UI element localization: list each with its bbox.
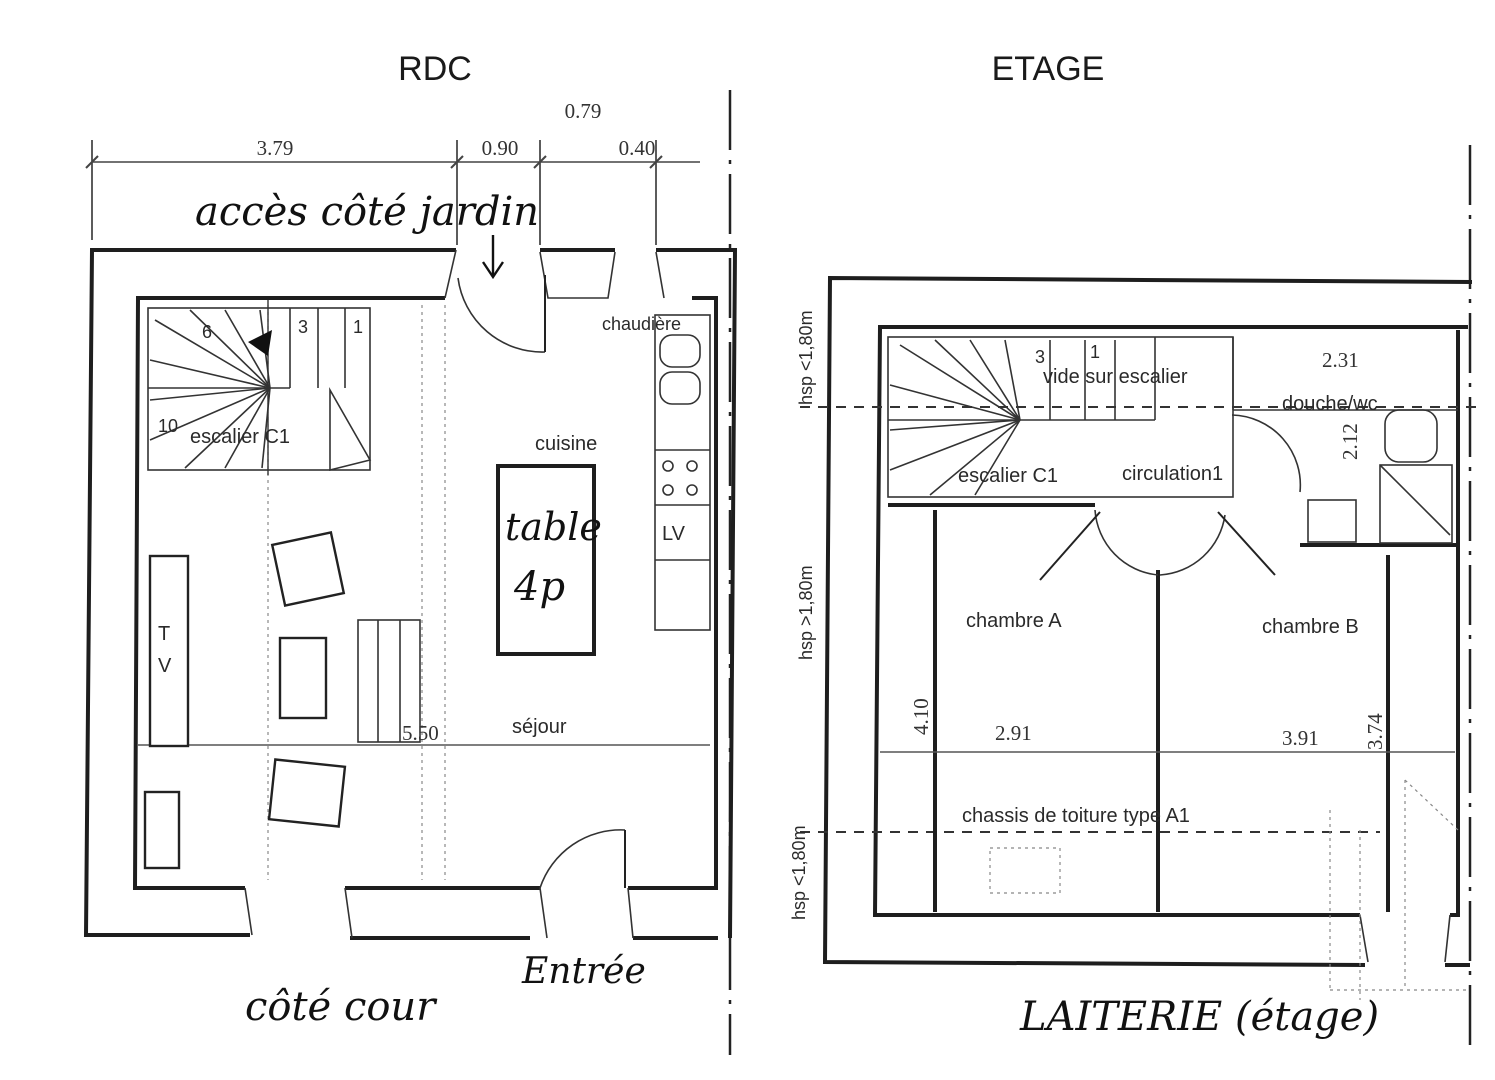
external-stair-outline — [1329, 779, 1470, 1000]
dim-bedroom-height: 4.10 — [909, 698, 933, 735]
tv-label-v: V — [158, 655, 172, 677]
hob-burner-icon-3 — [662, 484, 674, 496]
entrance-note: Entrée — [521, 951, 646, 992]
courtyard-note: côté cour — [245, 984, 438, 1030]
upper-floor-title: LAITERIE (étage) — [1019, 994, 1379, 1040]
living-room-label: séjour — [512, 716, 567, 738]
stair-void-label: vide sur escalier — [1043, 366, 1188, 388]
shower-tray — [1379, 464, 1453, 544]
dim-bedroom-b-depth: 3.74 — [1363, 713, 1387, 750]
hsp-label-middle: hsp >1,80m — [796, 565, 816, 660]
kitchen-counter — [654, 314, 711, 631]
sink-icon — [659, 334, 701, 368]
dim-bathroom-width: 2.31 — [1322, 348, 1359, 372]
skylight-outline — [989, 847, 1061, 894]
bedroom-b-door-swing — [1159, 514, 1226, 576]
bedroom-partitions — [880, 509, 1455, 912]
etage-step-1: 1 — [1090, 342, 1100, 362]
boiler-label: chaudière — [602, 314, 681, 334]
dining-table — [496, 464, 596, 656]
rdc-step-6: 6 — [202, 322, 212, 342]
etage-staircase — [887, 336, 1234, 507]
dim-window-width: 0.79 — [565, 99, 602, 123]
pouf — [278, 636, 328, 720]
washing-machine-label: LV — [662, 523, 686, 545]
hob-burner-icon-2 — [686, 460, 698, 472]
bathroom-label: douche/wc — [1282, 393, 1378, 415]
armchair-2 — [267, 758, 347, 828]
dim-rdc-width: 3.79 — [257, 136, 294, 160]
tv-label-t: T — [158, 623, 170, 645]
dim-bedroom-b-width: 3.91 — [1282, 726, 1319, 750]
skylight-label: chassis de toiture type A1 — [962, 805, 1190, 827]
hob-burner-icon-4 — [686, 484, 698, 496]
table-seats-label: 4p — [513, 564, 565, 610]
garden-access-note: accès côté jardin — [195, 189, 539, 235]
bedroom-a-label: chambre A — [966, 610, 1062, 632]
etage-heading: ETAGE — [992, 50, 1105, 88]
rdc-step-1: 1 — [353, 317, 363, 337]
etage-stair-label: escalier C1 — [958, 465, 1058, 487]
sink-icon-2 — [659, 371, 701, 405]
dim-pier-width: 0.40 — [619, 136, 656, 160]
rdc-step-10: 10 — [158, 416, 178, 436]
side-cabinet — [143, 790, 181, 870]
rdc-heading: RDC — [398, 50, 472, 88]
sofa — [357, 619, 421, 743]
dim-door-width: 0.90 — [482, 136, 519, 160]
dim-bathroom-depth: 2.12 — [1338, 423, 1362, 460]
hsp-label-top: hsp <1,80m — [796, 310, 816, 405]
table-label: table — [505, 505, 602, 549]
entry-arrow-icon — [482, 235, 504, 280]
garden-door-swing — [457, 277, 546, 353]
etage-walls — [822, 275, 1473, 967]
armchair-1 — [270, 531, 346, 607]
rdc-staircase — [147, 300, 372, 475]
rdc-walls — [83, 248, 738, 940]
toilet-icon — [1384, 409, 1438, 463]
dim-living-height: 5.50 — [402, 721, 439, 745]
entrance-door-swing — [539, 829, 626, 889]
kitchen-label: cuisine — [535, 433, 597, 455]
tv-unit — [148, 554, 190, 748]
bedroom-a-door-swing — [1094, 509, 1159, 576]
bathroom-door-swing — [1231, 414, 1302, 493]
stair-direction-arrow-icon — [248, 330, 272, 356]
washbasin-icon — [1307, 499, 1357, 543]
etage-step-3: 3 — [1035, 347, 1045, 367]
bedroom-b-label: chambre B — [1262, 616, 1359, 638]
rdc-stair-label: escalier C1 — [190, 426, 290, 448]
living-furniture — [143, 531, 421, 870]
top-dimension-chain — [85, 140, 700, 245]
dim-bedroom-a-width: 2.91 — [995, 721, 1032, 745]
hsp-label-bottom: hsp <1,80m — [789, 825, 809, 920]
hob-burner-icon — [662, 460, 674, 472]
bathroom — [1231, 409, 1458, 547]
circulation-label: circulation1 — [1122, 463, 1223, 485]
rdc-step-3: 3 — [298, 317, 308, 337]
